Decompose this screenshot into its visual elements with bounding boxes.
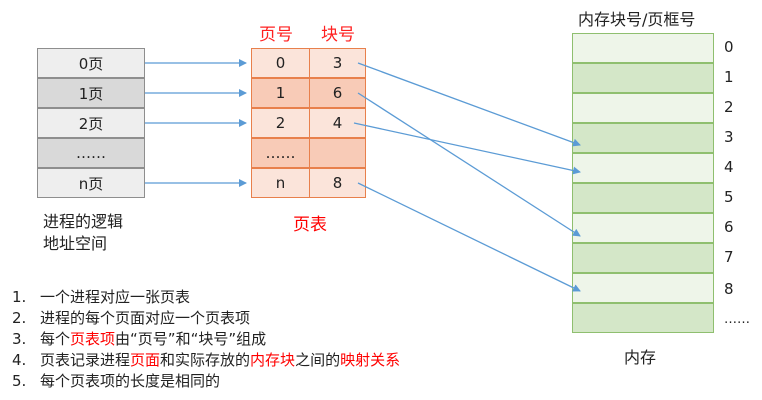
- logical-caption-line1: 进程的逻辑: [43, 212, 124, 231]
- note-text: 由“页号”和“块号”组成: [115, 330, 267, 348]
- page-table-block-cell: 4: [309, 108, 366, 138]
- memory-block-3: [572, 123, 714, 153]
- note-text: 之间的: [295, 351, 341, 369]
- page-table-block-cell: 8: [309, 168, 366, 198]
- memory-block-7: [572, 243, 714, 273]
- page-table-block-cell: 3: [309, 48, 366, 78]
- note-text: 每个页表项的长度是相同的: [40, 372, 221, 390]
- logical-page-label: 0页: [78, 54, 104, 73]
- arrow-block4: [353, 122, 581, 175]
- logical-page-label: n页: [78, 174, 104, 193]
- memory-block-0: [572, 33, 714, 63]
- note-highlight: 映射关系: [340, 351, 401, 369]
- note-text: 进程的每个页面对应一个页表项: [40, 309, 251, 327]
- note-text: 和实际存放的: [160, 351, 251, 369]
- memory-block-6: [572, 213, 714, 243]
- note-text: 每个: [40, 330, 71, 348]
- memory-block-2: [572, 93, 714, 123]
- memory-block-number: 2: [724, 98, 734, 116]
- note-number: 2.: [12, 309, 27, 327]
- note-2: 2. 进程的每个页面对应一个页表项: [12, 307, 250, 328]
- page-table-block-cell: [309, 138, 366, 168]
- memory-block-number: 0: [724, 38, 734, 56]
- arrow-block3: [357, 62, 581, 147]
- arrow-block8: [357, 182, 581, 292]
- logical-page-ellipsis: ……: [37, 138, 145, 168]
- page-table-block-cell: 6: [309, 78, 366, 108]
- memory-block-5: [572, 183, 714, 213]
- memory-block-more: [572, 303, 714, 333]
- logical-caption-line2: 地址空间: [43, 234, 108, 253]
- note-4: 4. 页表记录进程页面和实际存放的内存块之间的映射关系: [12, 349, 400, 370]
- page-table-header-block: 块号: [321, 25, 355, 45]
- note-number: 1.: [12, 288, 27, 306]
- logical-page-label: ……: [76, 144, 106, 162]
- note-3: 3. 每个页表项由“页号”和“块号”组成: [12, 328, 266, 349]
- memory-block-number: 7: [724, 248, 734, 266]
- logical-page-0: 0页: [37, 48, 145, 78]
- memory-block-number: 5: [724, 188, 734, 206]
- memory-block-number: 4: [724, 158, 734, 176]
- memory-block-1: [572, 63, 714, 93]
- memory-block-number: 3: [724, 128, 734, 146]
- note-highlight: 页面: [130, 351, 161, 369]
- note-text: 一个进程对应一张页表: [40, 288, 191, 306]
- page-table-header-page: 页号: [259, 25, 293, 45]
- note-number: 3.: [12, 330, 27, 348]
- logical-page-1: 1页: [37, 78, 145, 108]
- page-table-page-cell: 0: [251, 48, 310, 78]
- note-5: 5. 每个页表项的长度是相同的: [12, 370, 220, 391]
- memory-block-number: 8: [724, 280, 734, 298]
- memory-block-4: [572, 153, 714, 183]
- memory-block-number: 6: [724, 218, 734, 236]
- memory-caption: 内存: [624, 348, 657, 367]
- page-table-page-cell: 2: [251, 108, 310, 138]
- note-text: 页表记录进程: [40, 351, 131, 369]
- note-1: 1. 一个进程对应一张页表: [12, 286, 190, 307]
- logical-page-label: 1页: [78, 84, 104, 103]
- logical-page-label: 2页: [78, 114, 104, 133]
- logical-page-2: 2页: [37, 108, 145, 138]
- note-number: 4.: [12, 351, 27, 369]
- page-table-caption: 页表: [293, 215, 327, 235]
- logical-page-n: n页: [37, 168, 145, 198]
- memory-title: 内存块号/页框号: [578, 10, 696, 29]
- memory-ellipsis: ……: [724, 312, 750, 327]
- memory-block-8: [572, 273, 714, 303]
- note-highlight: 内存块: [250, 351, 296, 369]
- memory-block-number: 1: [724, 68, 734, 86]
- page-table-page-cell: n: [251, 168, 310, 198]
- note-highlight: 页表项: [70, 330, 116, 348]
- note-number: 5.: [12, 372, 27, 390]
- arrow-block6: [357, 92, 581, 237]
